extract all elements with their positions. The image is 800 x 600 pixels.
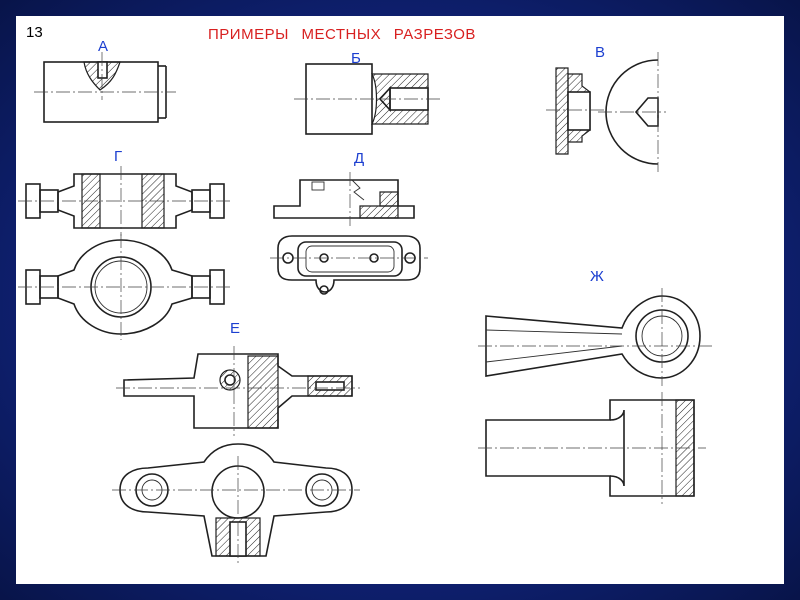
figure-label-d: Д: [354, 150, 365, 167]
figure-label-v: В: [595, 44, 606, 61]
drawing-b-stepped-bore: [294, 63, 440, 135]
drawing-v-flanged-bush: [546, 52, 666, 172]
drawing-e-lever: [112, 346, 360, 564]
figure-label-zh: Ж: [590, 268, 604, 285]
drawing-g-fitting: [18, 166, 232, 340]
drawing-d-box-body: [270, 172, 428, 295]
technical-drawings: [18, 52, 712, 564]
slide-canvas: 13 ПРИМЕРЫ МЕСТНЫХ РАЗРЕЗОВ А Б В Г Д Е …: [16, 16, 784, 584]
drawing-a-shaft: [34, 52, 176, 123]
figure-label-g: Г: [114, 148, 123, 165]
figure-label-e: Е: [230, 320, 241, 337]
figure-label-b: Б: [351, 50, 361, 67]
slide-number: 13: [26, 24, 43, 41]
figure-label-a: А: [98, 38, 109, 55]
drawing-zh-connecting-rod: [478, 288, 712, 504]
slide-title: ПРИМЕРЫ МЕСТНЫХ РАЗРЕЗОВ: [208, 26, 476, 43]
